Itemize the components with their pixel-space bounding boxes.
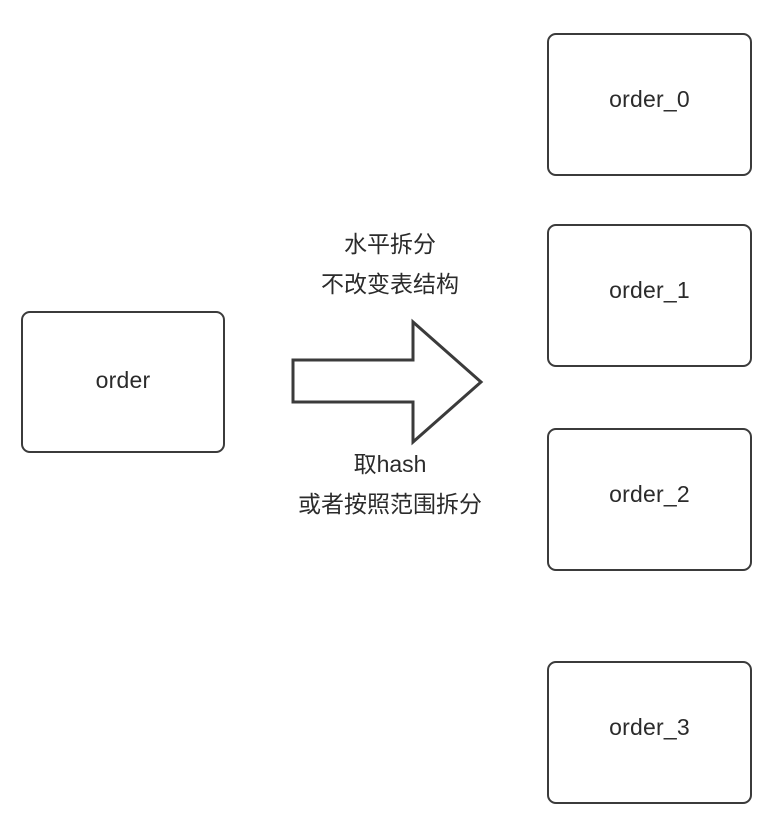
caption-below-line-2: 或者按照范围拆分 — [298, 491, 482, 517]
node-order-source[interactable]: order — [21, 311, 225, 453]
caption-above-line-2: 不改变表结构 — [321, 271, 459, 297]
caption-above-line-1: 水平拆分 — [344, 231, 436, 257]
node-label: order_1 — [609, 277, 690, 303]
node-order-shard-1[interactable]: order_1 — [547, 224, 752, 367]
node-order-shard-3[interactable]: order_3 — [547, 661, 752, 804]
node-label: order_0 — [609, 86, 690, 112]
caption-below-line-1: 取hash — [353, 451, 427, 477]
caption-below-arrow: 取hash 或者按照范围拆分 — [245, 444, 535, 524]
caption-above-arrow: 水平拆分 不改变表结构 — [245, 224, 535, 304]
node-label: order — [95, 366, 151, 393]
node-label: order_2 — [609, 481, 690, 507]
block-arrow-right-icon — [288, 316, 488, 448]
node-order-shard-2[interactable]: order_2 — [547, 428, 752, 571]
node-order-shard-0[interactable]: order_0 — [547, 33, 752, 176]
node-label: order_3 — [609, 714, 690, 740]
